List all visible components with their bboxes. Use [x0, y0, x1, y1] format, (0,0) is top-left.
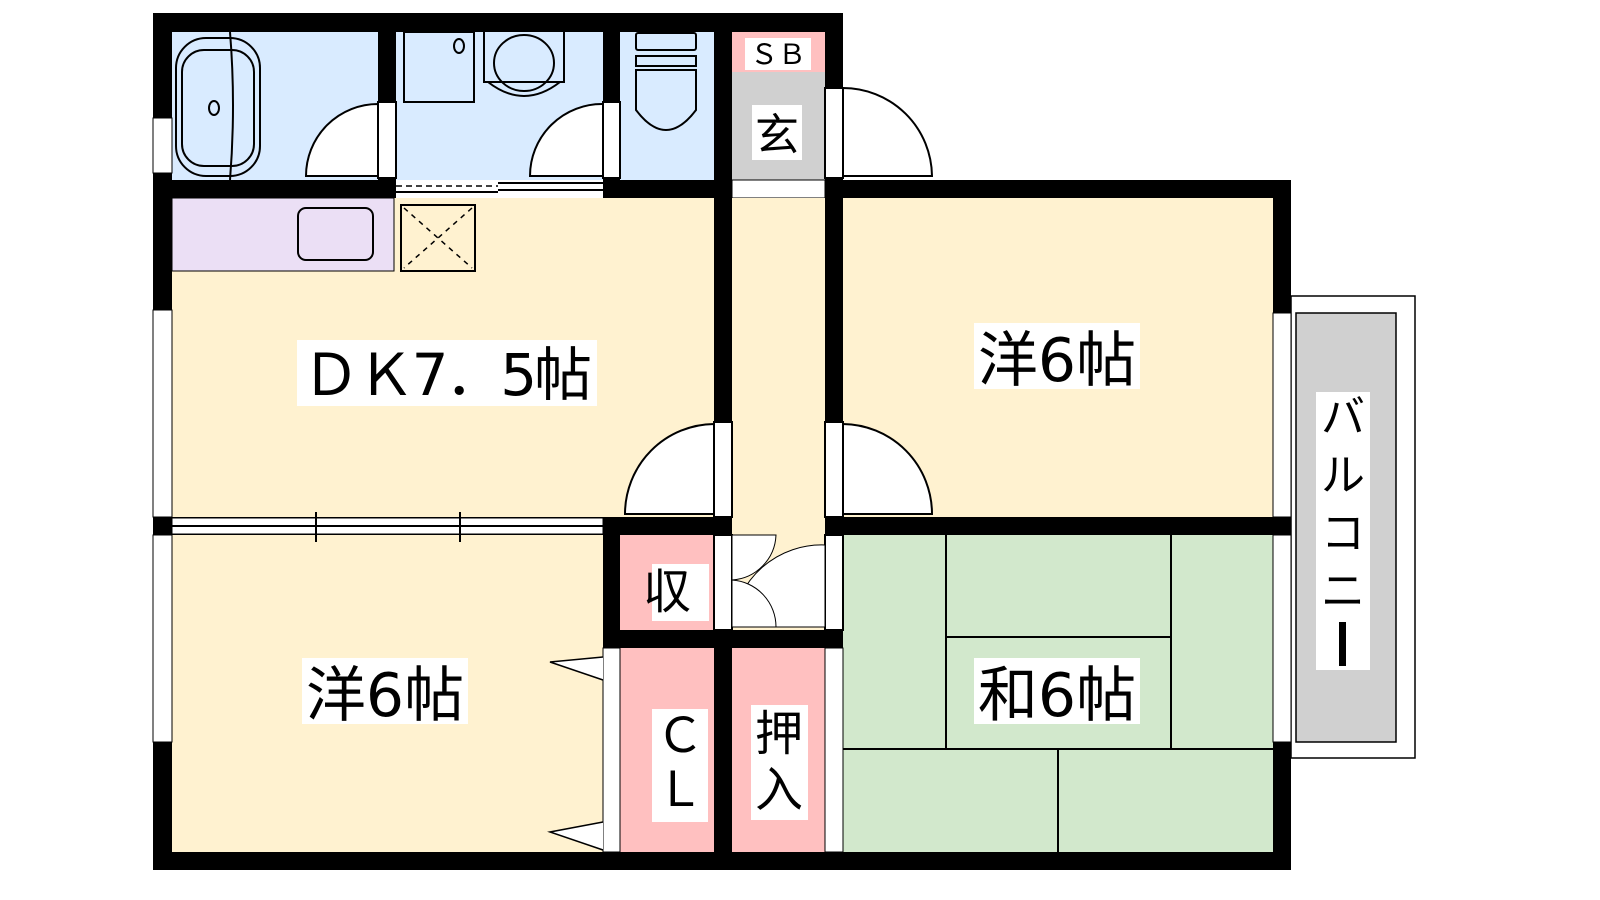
closet-door[interactable] — [602, 647, 621, 853]
oshiire-door[interactable] — [824, 647, 844, 853]
window — [152, 534, 173, 743]
oshiire-label-2: 入 — [755, 762, 803, 818]
fridge-space-icon — [400, 204, 476, 272]
balcony: バ ル コ ニ — [1290, 295, 1416, 759]
japanese-room-label: 和6帖 — [978, 661, 1136, 731]
washbasin-icon — [403, 31, 565, 103]
door[interactable] — [304, 86, 934, 631]
closet-label-l: Ｌ — [656, 762, 704, 818]
storage-label: 収 — [643, 564, 691, 620]
window — [1272, 312, 1292, 518]
genkan-label: 玄 — [755, 110, 799, 161]
sink-icon — [297, 207, 374, 261]
shoe-box-label: ＳＢ — [750, 38, 806, 71]
sliding-door-dk[interactable] — [171, 512, 604, 542]
window — [152, 309, 173, 518]
western-room-left-label: 洋6帖 — [306, 661, 464, 731]
balcony-char: ニ — [1321, 566, 1365, 617]
toilet-icon — [635, 32, 697, 131]
oshiire-label-1: 押 — [755, 706, 803, 762]
balcony-char: ル — [1321, 450, 1365, 501]
balcony-char: バ — [1321, 392, 1365, 443]
dk-label: ＤＫ7．5帖 — [302, 341, 592, 409]
bathtub-icon — [175, 31, 261, 181]
toilet-room — [620, 32, 714, 180]
closet-label-c: Ｃ — [656, 708, 704, 764]
western-room-right-label: 洋6帖 — [978, 326, 1136, 396]
balcony-char: コ — [1321, 508, 1365, 559]
closet-door-handle-icon — [547, 656, 604, 851]
kitchen-counter — [171, 197, 395, 272]
sliding-door[interactable] — [396, 180, 603, 198]
window — [152, 117, 173, 174]
window — [1272, 534, 1292, 743]
